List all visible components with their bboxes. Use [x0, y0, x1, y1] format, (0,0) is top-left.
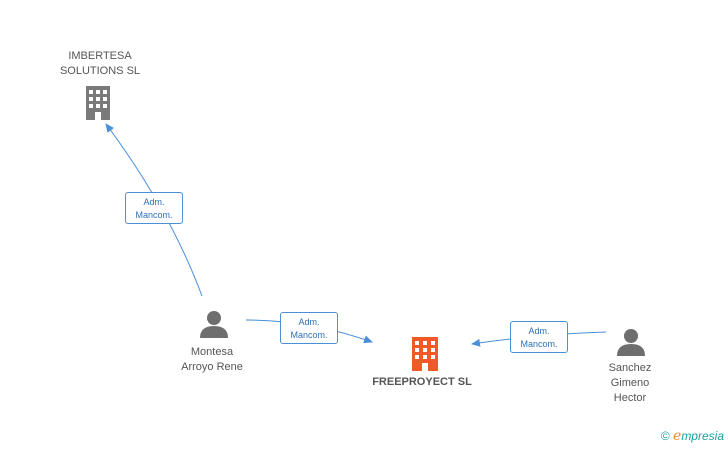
- node-label-freeproyect[interactable]: FREEPROYECT SL: [360, 375, 484, 390]
- building-icon[interactable]: [86, 86, 110, 120]
- node-label-line: Arroyo Rene: [181, 361, 243, 373]
- node-label-line: Gimeno: [610, 377, 650, 389]
- edge-role-line: Adm.: [143, 197, 165, 207]
- brand-logo-e: e: [673, 428, 682, 444]
- brand-name: mpresia: [681, 429, 724, 443]
- edge-role-label[interactable]: Adm. Mancom.: [125, 192, 183, 224]
- edge-role-label[interactable]: Adm. Mancom.: [510, 321, 568, 353]
- brand-footer: © empresia: [661, 428, 724, 444]
- building-icon-main[interactable]: [412, 337, 438, 371]
- person-icon[interactable]: [617, 329, 645, 356]
- node-label-imbertesa[interactable]: IMBERTESA SOLUTIONS SL: [40, 49, 160, 79]
- node-label-line: Sanchez: [608, 362, 652, 374]
- node-label-line: SOLUTIONS SL: [59, 65, 141, 77]
- node-label-line: FREEPROYECT SL: [372, 376, 472, 388]
- person-icon[interactable]: [200, 311, 228, 338]
- edge-role-line: Mancom.: [290, 330, 328, 340]
- node-label-line: IMBERTESA: [68, 50, 132, 62]
- edge-role-line: Adm.: [298, 317, 320, 327]
- copyright-icon: ©: [660, 429, 670, 443]
- node-label-line: Montesa: [190, 346, 234, 358]
- node-label-line: Hector: [613, 392, 647, 404]
- node-label-montesa[interactable]: Montesa Arroyo Rene: [162, 345, 262, 375]
- edge-role-line: Mancom.: [135, 210, 173, 220]
- edge-role-line: Adm.: [528, 326, 550, 336]
- edge-role-label[interactable]: Adm. Mancom.: [280, 312, 338, 344]
- edge-role-line: Mancom.: [520, 339, 558, 349]
- node-label-sanchez[interactable]: Sanchez Gimeno Hector: [590, 361, 670, 406]
